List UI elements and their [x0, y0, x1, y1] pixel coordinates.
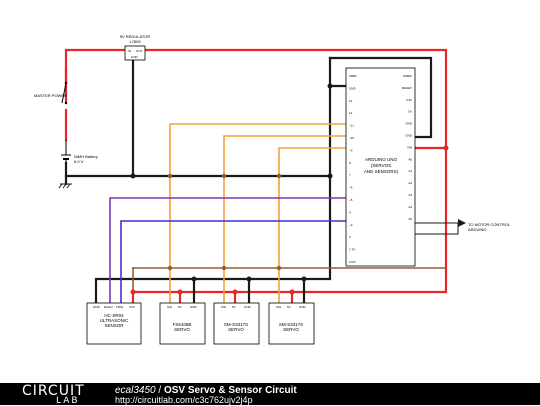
arduino-left-pin-9: ~6 [349, 186, 353, 190]
arduino-left-pin-15: 0 RX [349, 260, 356, 264]
circuitlab-logo-sub: LAB [56, 396, 80, 406]
servo-2-pin-5v: 5V [232, 305, 236, 309]
servo-2-pin-gnd: GND [244, 305, 252, 309]
arduino-title: ARDUINO UNO [365, 157, 398, 162]
servo-signal-wires [169, 123, 347, 304]
servo-1-model: FS5106B [173, 322, 192, 327]
arduino-left-pin-14: 1 TX [349, 248, 355, 252]
servo-3-pin-sig: SIG [276, 305, 282, 309]
servo-3-pin-5v: 5V [287, 305, 291, 309]
arduino-left-pin-8: 7 [349, 173, 351, 177]
arduino-right-pin-5: GND [405, 134, 413, 138]
motor-control-label: TO MOTOR CONTROL [468, 222, 511, 227]
servo-3: SIG 5V GND SM-S3317S SERVO [268, 302, 315, 345]
battery-voltage: 6.0 V [74, 159, 84, 164]
arduino-right-pin-1: RESET [402, 86, 412, 90]
regulator-name: 5V REGULATOR [120, 34, 151, 39]
circuit-url-link[interactable]: http://circuitlab.com/c3c762ujv2j4p [115, 395, 253, 405]
servo-2: SIG 5V GND SM-S3317S SERVO [213, 302, 260, 345]
servo-3-pin-gnd: GND [299, 305, 307, 309]
ultrasonic-sensor: GND ECHO TRIG VCC HC-SR04 ULTRASONIC SEN… [86, 302, 142, 345]
servo-1: SIG 5V GND FS5106B SERVO [159, 302, 206, 345]
servo-3-model: SM-S3317S [279, 322, 303, 327]
servo-1-pin-5v: 5V [178, 305, 182, 309]
master-power-switch: MASTER POWER [34, 81, 68, 105]
arduino-right-pin-10: A3 [408, 193, 412, 197]
servo-3-type: SERVO [283, 327, 299, 332]
servo-2-model: SM-S3317S [224, 322, 248, 327]
power-junctions [130, 145, 449, 295]
author-link[interactable]: ecal3450 [115, 385, 156, 396]
arduino-right-pin-7: A0 [408, 157, 412, 161]
arduino-right-pin-2: 3.3V [406, 98, 412, 102]
arduino-left-pin-10: ~5 [349, 198, 353, 202]
motor-control-wires [414, 222, 459, 235]
sensor-type-2: SENSOR [104, 323, 124, 328]
arduino-right-pin-8: A1 [408, 169, 412, 173]
arduino-left-pin-5: ~10 [349, 136, 354, 140]
ground-wires [64, 56, 433, 305]
arduino-right-pin-4: GND [405, 122, 413, 126]
servo-2-pin-sig: SIG [221, 305, 227, 309]
sensor-vcc-wire [132, 267, 447, 293]
regulator-pin-out: OUT [136, 49, 143, 53]
arduino-right-pin-3: 5V [408, 110, 412, 114]
arduino-left-pin-1: GND [349, 86, 357, 90]
arduino-left-pin-2: 13 [349, 99, 353, 103]
ground-junctions [130, 83, 333, 282]
arduino-left-pins: AREF GND 13 12 ~11 ~10 ~9 8 7 ~6 ~5 4 ~3 2 1 TX 0 RX [349, 74, 357, 264]
sensor-pin-gnd: GND [93, 305, 101, 309]
echo-signal-wire [120, 220, 347, 304]
sensor-pin-vcc: VCC [129, 305, 136, 309]
arduino-right-pin-0: IOREF [403, 74, 412, 78]
servo-1-pin-sig: SIG [167, 305, 173, 309]
arduino-left-pin-3: 12 [349, 111, 353, 115]
arduino-right-pin-9: A2 [408, 181, 412, 185]
switch-label: MASTER POWER [34, 93, 67, 98]
arduino-left-pin-7: 8 [349, 161, 351, 165]
sensor-type: ULTRASONIC [100, 318, 129, 323]
arrow-icon [458, 219, 466, 227]
arduino-subtitle-2: AND SENSORS) [364, 169, 399, 174]
voltage-regulator: 5V REGULATOR L7805 IN OUT GND [120, 34, 151, 61]
arduino-left-pin-0: AREF [349, 74, 357, 78]
sensor-pin-echo: ECHO [104, 305, 113, 309]
sensor-model: HC-SR04 [104, 313, 124, 318]
servo-1-pin-gnd: GND [190, 305, 198, 309]
arduino-left-pin-11: 4 [349, 210, 351, 214]
battery: NiMH Battery 6.0 V [61, 140, 98, 164]
regulator-part: L7805 [129, 39, 141, 44]
arduino-left-pin-13: 2 [349, 235, 351, 239]
regulator-pin-in: IN [128, 49, 131, 53]
ground-icon [58, 183, 72, 189]
servo-2-type: SERVO [228, 327, 244, 332]
trig-signal-wire [109, 197, 347, 304]
arduino-right-pin-11: A4 [408, 205, 412, 209]
motor-control-label-2: ARDUINO [468, 227, 486, 232]
signal-junctions [167, 173, 282, 271]
servo-1-type: SERVO [174, 327, 190, 332]
arduino-subtitle: (SERVOS [371, 163, 391, 168]
footer-bar [0, 383, 540, 405]
wires [64, 48, 466, 305]
arduino-left-pin-6: ~9 [349, 148, 353, 152]
battery-label: NiMH Battery [74, 154, 98, 159]
arduino-uno: ARDUINO UNO (SERVOS AND SENSORS) AREF GND… [345, 67, 416, 267]
credit-separator: / [155, 385, 164, 396]
arduino-right-pin-6: VIN [407, 145, 412, 149]
schematic-canvas: 5V REGULATOR L7805 IN OUT GND MASTER POW… [34, 34, 511, 345]
circuit-title: OSV Servo & Sensor Circuit [163, 385, 297, 396]
circuit-credit: ecal3450 / OSV Servo & Sensor Circuit [115, 385, 297, 396]
arduino-left-pin-12: ~3 [349, 223, 353, 227]
sensor-pin-trig: TRIG [116, 305, 124, 309]
arduino-right-pin-12: A5 [408, 217, 412, 221]
circuitlab-logo[interactable]: CIRCUIT [22, 383, 85, 399]
arduino-left-pin-4: ~11 [349, 124, 354, 128]
regulator-pin-gnd: GND [131, 55, 139, 59]
